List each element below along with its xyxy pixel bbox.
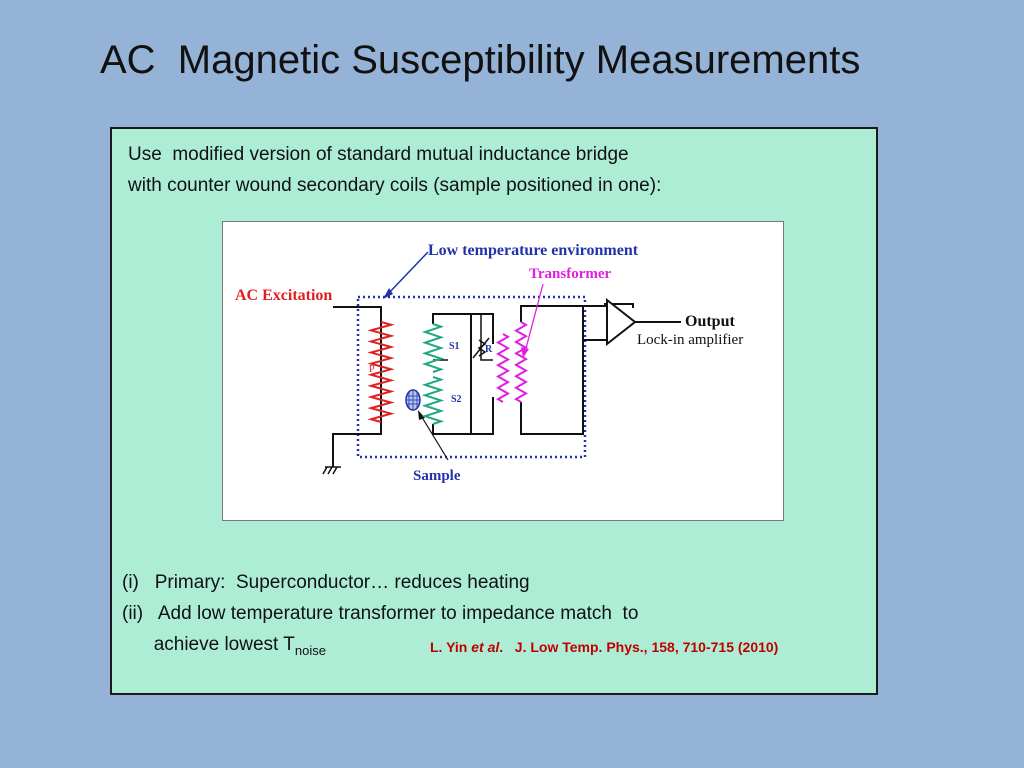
note-2: (ii) Add low temperature transformer to … <box>122 603 639 624</box>
transformer-primary-coil <box>495 333 511 403</box>
ground-icon <box>322 466 341 475</box>
citation: L. Yin et al. J. Low Temp. Phys., 158, 7… <box>430 639 778 655</box>
note-3: achieve lowest Tnoise <box>153 634 326 658</box>
transformer-wire-bottom <box>471 397 494 435</box>
note-3-text: achieve lowest T <box>153 634 295 655</box>
content-panel: Use modified version of standard mutual … <box>110 127 878 695</box>
note-1: (i) Primary: Superconductor… reduces hea… <box>122 572 530 593</box>
slide-title: AC Magnetic Susceptibility Measurements <box>100 38 861 82</box>
p-label: P <box>369 364 375 375</box>
intro-text: Use modified version of standard mutual … <box>128 139 661 201</box>
secondary-coil-s1 <box>421 323 445 373</box>
r-label: R <box>485 344 493 355</box>
s1-label: S1 <box>449 341 460 352</box>
low-temp-environment-label: Low temperature environment <box>428 242 639 259</box>
transformer-secondary-coil <box>513 321 529 403</box>
output-label: Output <box>685 313 735 330</box>
r-wire <box>480 314 493 361</box>
ac-excitation-label: AC Excitation <box>235 287 332 304</box>
citation-rest: . J. Low Temp. Phys., 158, 710-715 (2010… <box>499 639 779 655</box>
output-wire-bottom <box>520 306 584 435</box>
intro-line-1: Use modified version of standard mutual … <box>128 144 629 165</box>
intro-line-2: with counter wound secondary coils (samp… <box>128 175 662 196</box>
resistor-icon <box>472 337 490 359</box>
s2-label: S2 <box>451 394 462 405</box>
citation-author: L. Yin <box>430 639 472 655</box>
circuit-diagram: Low temperature environment Transformer … <box>222 221 784 521</box>
notes-list: (i) Primary: Superconductor… reduces hea… <box>122 567 638 666</box>
transformer-label: Transformer <box>529 266 612 282</box>
t-noise-subscript: noise <box>294 642 326 658</box>
low-temp-environment-box <box>356 295 587 459</box>
secondary-wire <box>432 313 472 435</box>
citation-etal: et al <box>471 639 500 655</box>
transformer-wire-top <box>471 313 494 344</box>
primary-wire <box>332 306 382 467</box>
lockin-amplifier-label: Lock-in amplifier <box>637 332 743 348</box>
secondary-coil-s2 <box>421 376 445 425</box>
primary-coil <box>367 321 395 423</box>
amplifier-icon <box>606 297 637 347</box>
sample-label: Sample <box>413 468 461 484</box>
